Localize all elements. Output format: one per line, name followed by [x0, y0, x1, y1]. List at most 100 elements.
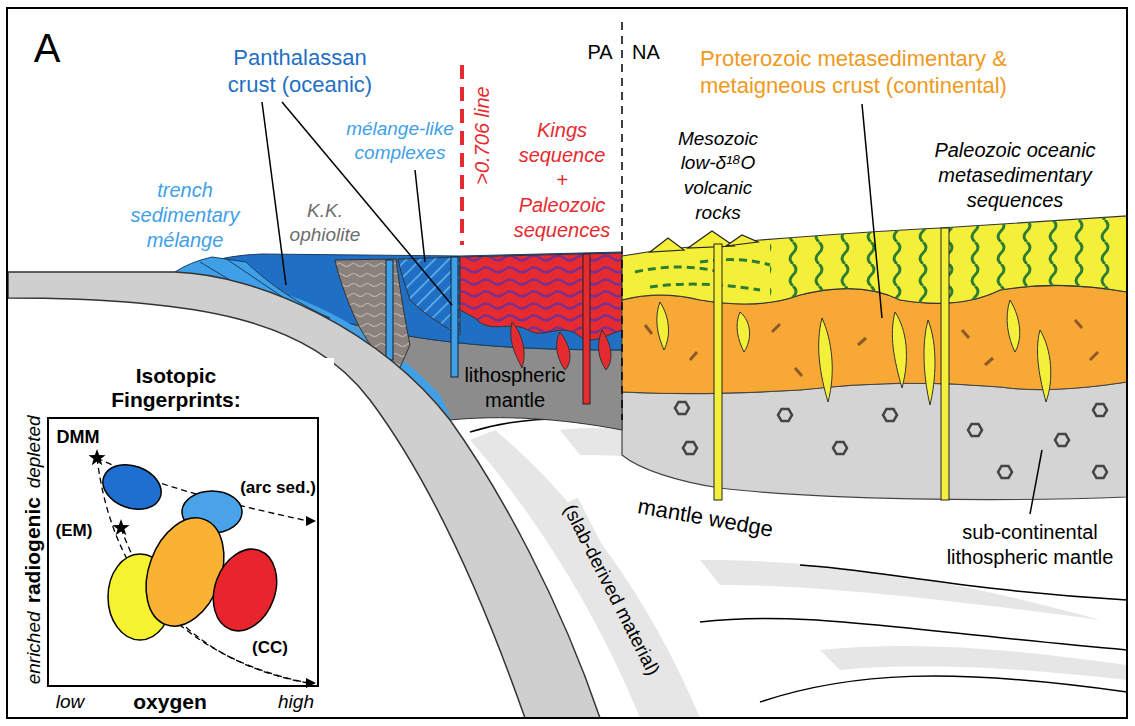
- axis-title: radiogenic: [20, 497, 46, 603]
- dike: [386, 260, 393, 360]
- label-text: lithospheric mantle: [455, 363, 575, 413]
- inset-plot-box: [48, 418, 318, 686]
- dash: [1090, 352, 1098, 360]
- axis-title: oxygen: [133, 689, 207, 715]
- inset-title: Isotopic Fingerprints:: [91, 364, 261, 412]
- label-text: A: [34, 23, 61, 73]
- hexagon: [883, 409, 897, 421]
- endmember-label: (CC): [252, 637, 288, 658]
- label-text: oxygen: [133, 689, 207, 715]
- pluton: [1038, 330, 1051, 402]
- dash: [985, 358, 993, 365]
- label-text: Mesozoic low-δ¹⁸O volcanic rocks: [663, 127, 773, 226]
- leader-line: [862, 104, 882, 318]
- dash: [1075, 320, 1082, 328]
- label-text: depleted: [21, 416, 45, 489]
- field-ellipse: [202, 540, 287, 639]
- dike: [714, 244, 722, 500]
- subcontinental-mantle: [622, 382, 1127, 500]
- axis-end-label: low: [56, 690, 85, 714]
- dash-line: [635, 267, 720, 272]
- label-text: low: [56, 690, 85, 714]
- pluton: [924, 320, 935, 405]
- leader-line: [1030, 450, 1042, 514]
- pluton: [819, 318, 833, 402]
- volcanic-rocks: [650, 231, 758, 252]
- unit-label: Kings sequence + Paleozoic sequences: [512, 118, 613, 243]
- label-text: (CC): [252, 637, 288, 658]
- endmember-label: (EM): [56, 520, 93, 541]
- frame: [7, 8, 1127, 718]
- flow-line: [700, 618, 1127, 650]
- streak: [820, 646, 1127, 680]
- label-text: Kings sequence + Paleozoic sequences: [512, 118, 613, 243]
- unit-label: Paleozoic oceanic metasedimentary sequen…: [915, 138, 1115, 213]
- dash-line: [700, 260, 770, 265]
- volcano: [726, 235, 758, 246]
- hexagon: [1093, 466, 1107, 478]
- dash: [962, 330, 969, 338]
- subducting-slab: [8, 272, 600, 718]
- unit-label: trench sedimentary mélange: [118, 178, 253, 253]
- label-text: K.K. ophiolite: [285, 199, 365, 247]
- unit-label: Mesozoic low-δ¹⁸O volcanic rocks: [663, 127, 773, 226]
- inset-ground: [18, 358, 334, 714]
- dash: [690, 352, 697, 360]
- axis-end-label: enriched: [21, 612, 45, 685]
- dash: [795, 368, 802, 376]
- hexagon: [998, 466, 1012, 478]
- hexagon: [683, 442, 697, 454]
- label-text: (arc sed.): [240, 477, 316, 498]
- label-text: radiogenic: [20, 497, 46, 603]
- dike: [583, 254, 590, 404]
- pluton: [892, 312, 906, 388]
- fabric-dashes: [645, 320, 1098, 376]
- leader-line: [262, 102, 286, 285]
- terrane-label: PA: [587, 40, 612, 65]
- volcano: [650, 238, 684, 252]
- hexagon: [833, 442, 847, 454]
- label-text: trench sedimentary mélange: [118, 178, 253, 253]
- label-text: NA: [632, 40, 660, 65]
- label-text: DMM: [57, 426, 100, 449]
- leader-lines: [262, 102, 1042, 514]
- label-text: PA: [587, 40, 612, 65]
- isotope-line: [460, 65, 464, 245]
- boundary-label: >0.706 line: [469, 86, 494, 184]
- unit-label: Proterozoic metasedimentary & metaigneou…: [700, 45, 1040, 100]
- kings-sequence: [460, 253, 622, 340]
- green-dashes: [635, 260, 770, 290]
- dash: [645, 325, 652, 334]
- endmember-label: (arc sed.): [240, 477, 316, 498]
- unit-label: sub-continental lithospheric mantle: [930, 520, 1130, 570]
- dike: [941, 228, 949, 500]
- flow-line: [800, 565, 1127, 600]
- field-ellipse: [97, 457, 168, 517]
- arrowhead: [306, 516, 316, 526]
- endmember-star: [112, 519, 129, 535]
- label-text: enriched: [21, 612, 45, 685]
- pluton: [599, 330, 611, 370]
- pluton: [511, 322, 524, 368]
- terrane-label: NA: [632, 40, 660, 65]
- unit-label: K.K. ophiolite: [285, 199, 365, 247]
- pluton: [737, 312, 750, 352]
- terrane-boundary: [621, 22, 623, 420]
- hexagon: [1055, 434, 1069, 446]
- label-text: mélange-like complexes: [342, 117, 458, 165]
- unit-label: Panthalassan crust (oceanic): [213, 44, 388, 99]
- hexagon: [1093, 404, 1107, 416]
- panel-letter: A: [34, 23, 61, 73]
- dash: [858, 338, 866, 345]
- pluton: [1007, 300, 1020, 352]
- label-text: Paleozoic oceanic metasedimentary sequen…: [915, 138, 1115, 213]
- endmember-label: DMM: [57, 426, 100, 449]
- flow-line: [760, 676, 1127, 702]
- pluton: [657, 302, 669, 350]
- hexagon: [778, 409, 792, 421]
- label-text: (EM): [56, 520, 93, 541]
- hexagon: [675, 402, 689, 414]
- axis-end-label: depleted: [21, 416, 45, 489]
